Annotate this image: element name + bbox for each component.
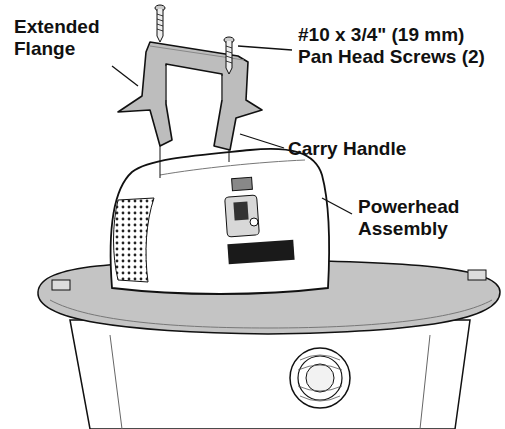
tank bbox=[70, 320, 470, 429]
part-label: Carry Handle bbox=[288, 138, 438, 160]
label-box: Powerhead Assembly bbox=[358, 196, 488, 240]
label-box: Carry Handle bbox=[288, 138, 438, 160]
part-label: Extended Flange bbox=[14, 16, 124, 60]
part-label: #10 x 3/4" (19 mm) Pan Head Screws (2) bbox=[298, 24, 498, 68]
screw bbox=[155, 5, 165, 42]
leader-lines bbox=[112, 46, 352, 214]
part-label: Powerhead Assembly bbox=[358, 196, 488, 240]
hose-port bbox=[290, 348, 350, 408]
screw bbox=[224, 37, 234, 74]
powerhead bbox=[111, 149, 330, 294]
label-box: #10 x 3/4" (19 mm) Pan Head Screws (2) bbox=[298, 24, 498, 68]
logo-plate bbox=[227, 240, 294, 265]
label-box: Extended Flange bbox=[14, 16, 124, 60]
